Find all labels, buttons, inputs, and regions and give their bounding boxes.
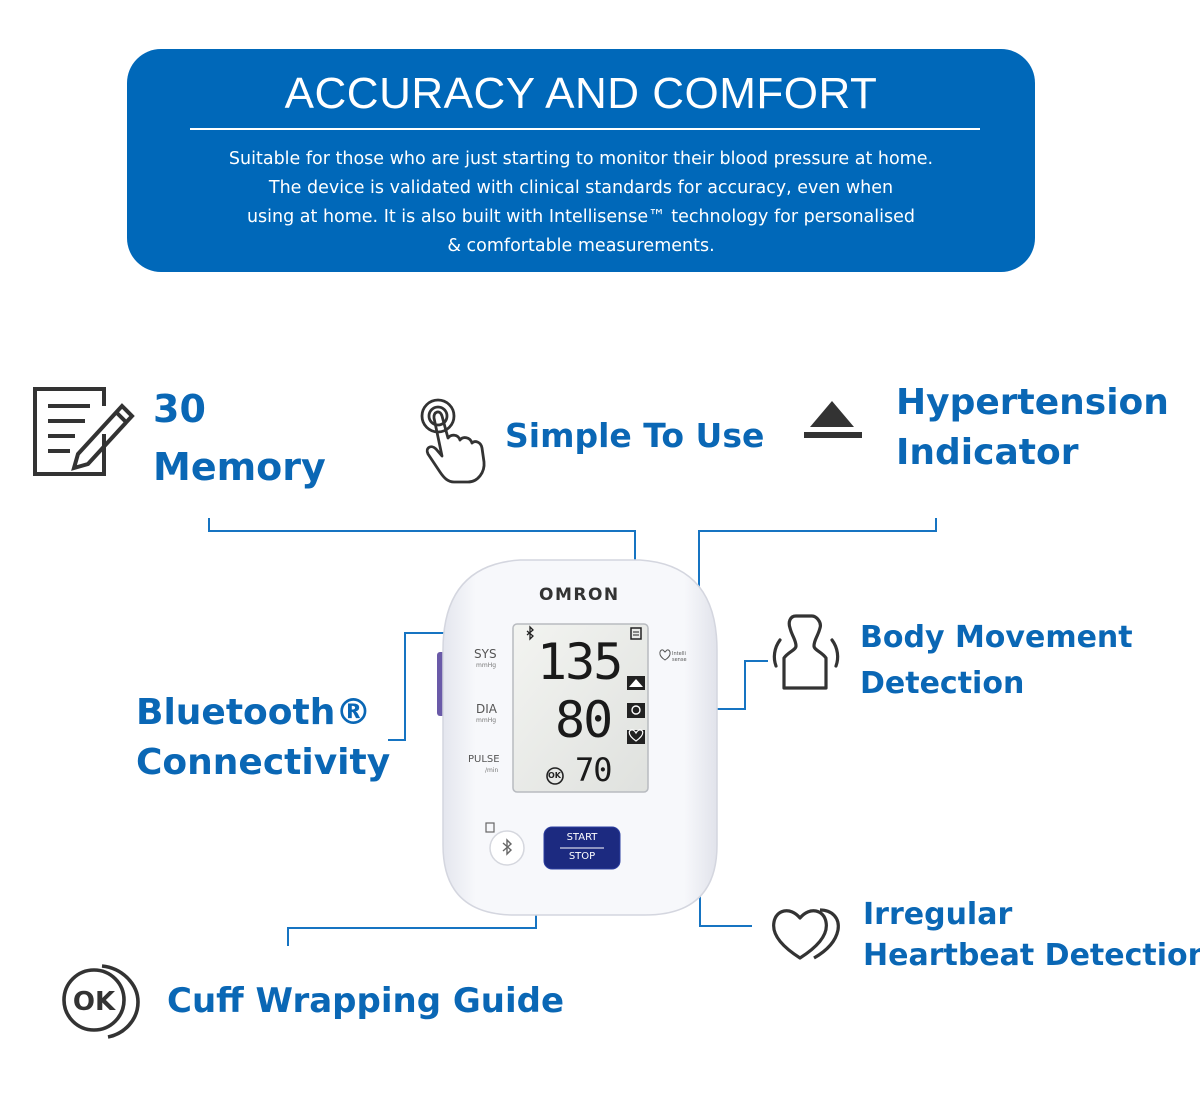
- touch-hand-icon: [420, 398, 486, 484]
- banner-title: ACCURACY AND COMFORT: [284, 69, 878, 118]
- feature-hypertension: Hypertension Indicator: [896, 382, 1169, 473]
- ok-icon-text: OK: [73, 987, 116, 1017]
- feature-bluetooth: Bluetooth® Connectivity: [136, 692, 391, 783]
- pulse-label: PULSE: [468, 754, 500, 765]
- dia-unit: mmHg: [476, 717, 497, 724]
- person-movement-icon: [772, 614, 840, 690]
- banner-line: Suitable for those who are just starting…: [228, 149, 934, 169]
- dia-label: DIA: [476, 702, 497, 716]
- systolic-value: 135: [537, 633, 623, 691]
- pulse-value: 70: [575, 751, 613, 789]
- stop-label[interactable]: STOP: [568, 851, 596, 862]
- blood-pressure-monitor: [437, 559, 718, 916]
- banner-description: Suitable for those who are just starting…: [167, 145, 995, 261]
- sys-label: SYS: [474, 647, 497, 661]
- start-label[interactable]: START: [566, 832, 598, 843]
- banner-line: & comfortable measurements.: [447, 236, 715, 256]
- feature-irregular-heartbeat: Irregular Heartbeat Detection: [863, 897, 1200, 973]
- feature-body-movement: Body Movement Detection: [860, 620, 1133, 701]
- memory-notepad-icon: [33, 387, 135, 476]
- banner-divider: [190, 128, 980, 130]
- feature-simple-to-use: Simple To Use: [505, 416, 765, 455]
- diastolic-value: 80: [555, 691, 613, 749]
- feature-cuff-wrapping: Cuff Wrapping Guide: [167, 981, 565, 1021]
- banner-line: using at home. It is also built with Int…: [246, 207, 916, 227]
- pulse-unit: /min: [485, 767, 499, 774]
- double-heart-icon: [772, 908, 840, 960]
- device-brand: OMRON: [539, 585, 620, 605]
- lcd-ok-badge: OK: [548, 771, 561, 780]
- feature-memory: 30 Memory: [153, 387, 326, 489]
- info-banner: ACCURACY AND COMFORT Suitable for those …: [127, 49, 1035, 272]
- sys-unit: mmHg: [476, 662, 497, 669]
- banner-line: The device is validated with clinical st…: [268, 178, 894, 198]
- ok-circle-icon: OK: [62, 964, 140, 1039]
- triangle-indicator-icon: [804, 401, 862, 438]
